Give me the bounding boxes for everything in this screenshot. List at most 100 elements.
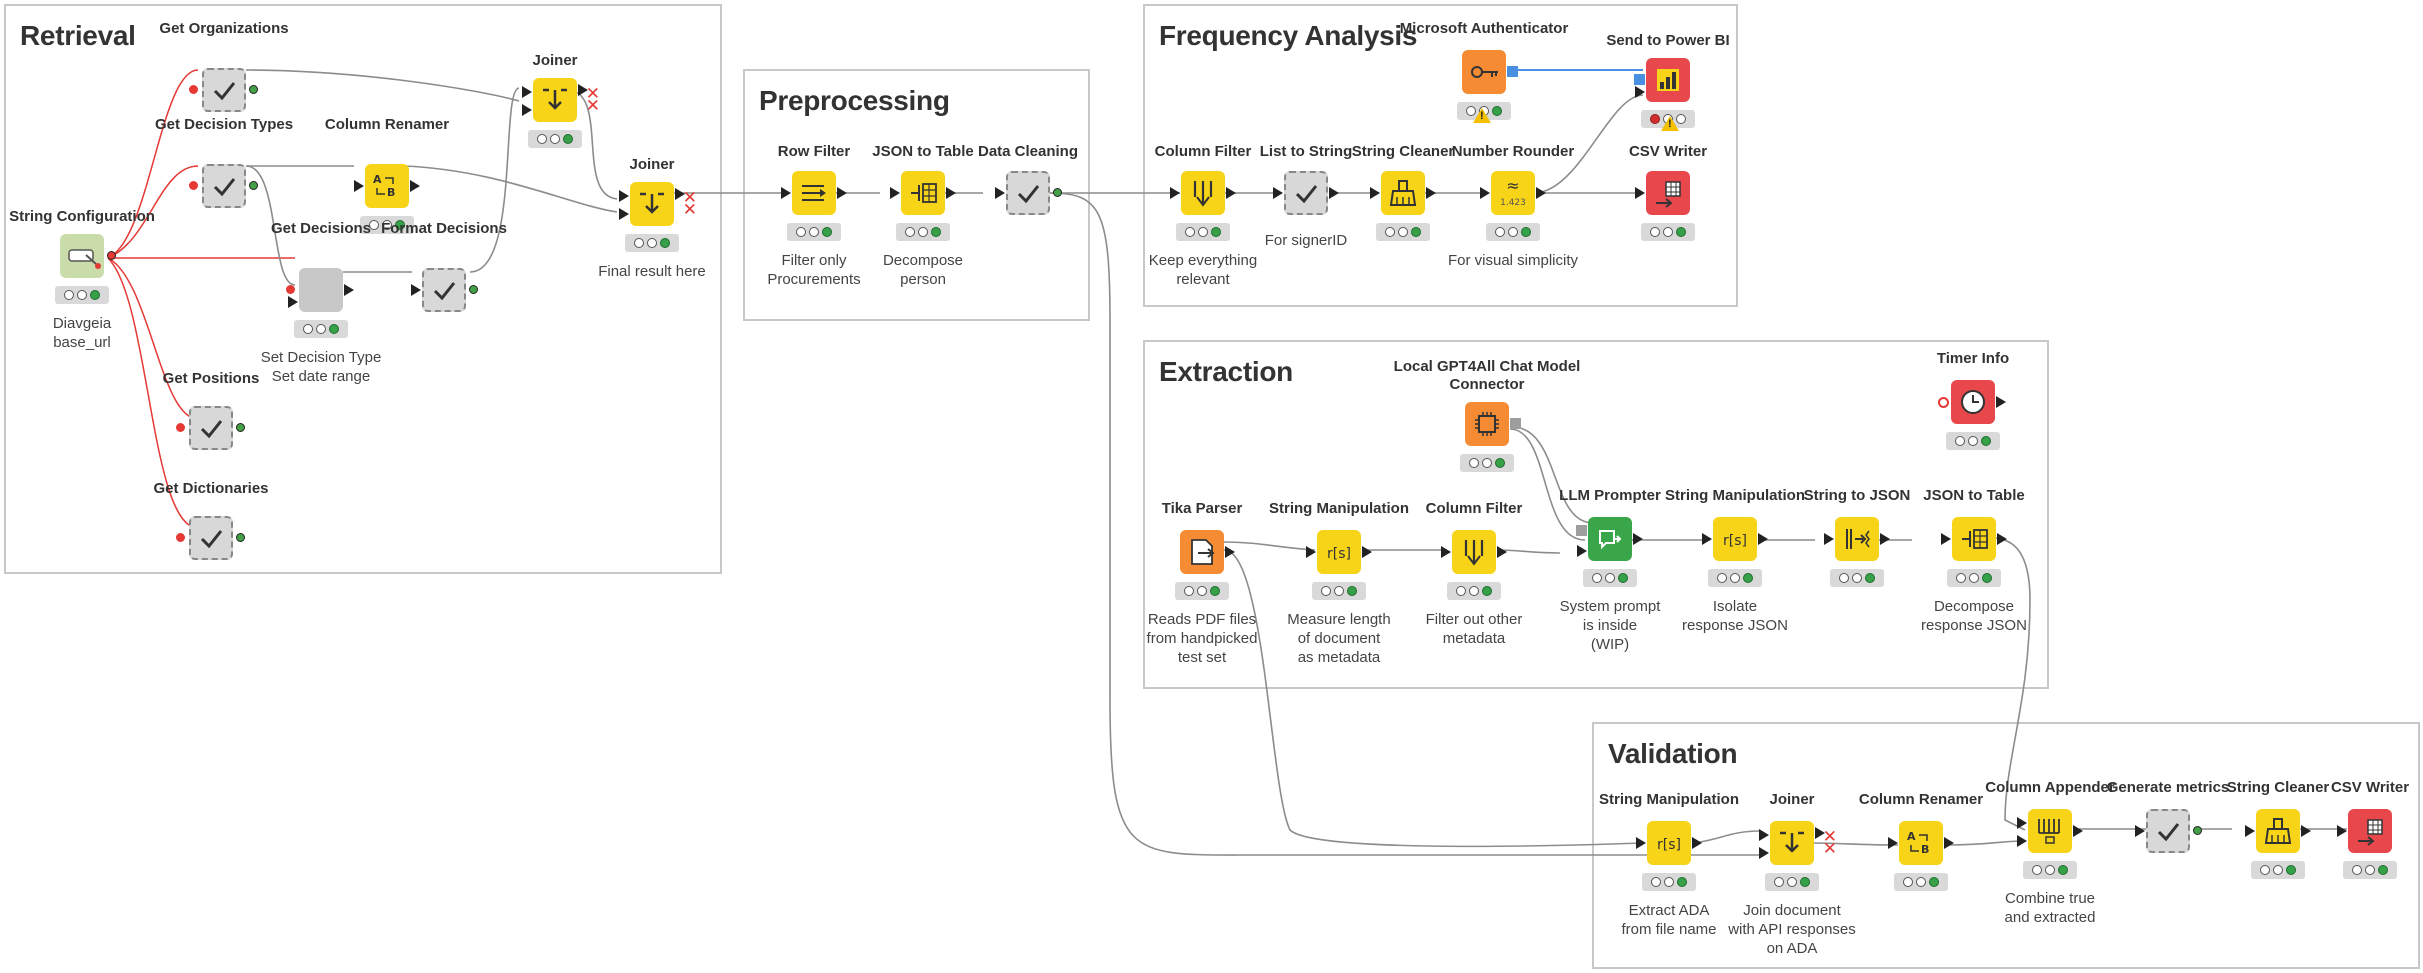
node-get-decision-types[interactable]: Get Decision Types xyxy=(124,116,324,208)
flow-variable-out-port[interactable] xyxy=(107,251,116,260)
data-in-port[interactable] xyxy=(1888,837,1898,849)
node-format-decisions[interactable]: Format Decisions xyxy=(344,220,544,312)
node-joiner-3[interactable]: Joiner ✕✕ Join document with API respons… xyxy=(1692,791,1892,958)
data-out-port[interactable] xyxy=(1053,188,1062,197)
data-out-port[interactable] xyxy=(1536,187,1546,199)
data-in-port[interactable] xyxy=(354,180,364,192)
data-out-port[interactable] xyxy=(1329,187,1339,199)
node-csv-writer-1[interactable]: CSV Writer xyxy=(1568,143,1768,241)
node-csv-writer-2[interactable]: CSV Writer xyxy=(2270,779,2423,879)
flow-variable-in-port[interactable] xyxy=(286,285,295,294)
node-string-cleaner-2[interactable]: String Cleaner xyxy=(2178,779,2378,879)
node-joiner-1[interactable]: Joiner ✕✕ xyxy=(455,52,655,148)
data-in-port[interactable] xyxy=(1306,546,1316,558)
data-out-port[interactable] xyxy=(1758,533,1768,545)
node-local-gpt4all-chat-model-connector[interactable]: Local GPT4All Chat Model Connector xyxy=(1387,358,1587,472)
data-in-port[interactable] xyxy=(619,208,629,220)
node-get-decisions[interactable]: Get Decisions Set Decision Type Set date… xyxy=(221,220,421,386)
data-out-port[interactable] xyxy=(1692,837,1702,849)
data-in-port[interactable] xyxy=(1759,847,1769,859)
data-out-port[interactable] xyxy=(410,180,420,192)
node-row-filter[interactable]: Row Filter Filter only Procurements xyxy=(714,143,914,289)
data-out-port[interactable] xyxy=(946,187,956,199)
node-number-rounder[interactable]: Number Rounder ≈1.423 For visual simplic… xyxy=(1413,143,1613,270)
node-string-manipulation-3[interactable]: String Manipulation r[s] Extract ADA fro… xyxy=(1569,791,1769,939)
data-out-port[interactable] xyxy=(2193,826,2202,835)
node-list-to-string[interactable]: List to String For signerID xyxy=(1206,143,1406,250)
node-data-cleaning[interactable]: Data Cleaning xyxy=(928,143,1128,215)
data-in-port[interactable] xyxy=(890,187,900,199)
data-in-port[interactable] xyxy=(522,104,532,116)
node-column-filter-1[interactable]: Column Filter Keep everything relevant xyxy=(1103,143,1303,289)
node-tika-parser[interactable]: Tika Parser Reads PDF files from handpic… xyxy=(1102,500,1302,667)
data-in-port[interactable] xyxy=(411,284,421,296)
node-column-filter-2[interactable]: Column Filter Filter out other metadata xyxy=(1374,500,1574,648)
data-in-port[interactable] xyxy=(619,190,629,202)
data-out-port[interactable] xyxy=(1497,546,1507,558)
flow-variable-in-port[interactable] xyxy=(176,423,185,432)
node-json-to-table-1[interactable]: JSON to Table Decompose person xyxy=(823,143,1023,289)
node-string-manipulation-1[interactable]: String Manipulation r[s] Measure length … xyxy=(1239,500,1439,667)
credential-in-port[interactable] xyxy=(1634,74,1645,85)
data-in-port[interactable] xyxy=(1170,187,1180,199)
data-in-port[interactable] xyxy=(995,187,1005,199)
data-out-port[interactable] xyxy=(236,533,245,542)
data-in-port[interactable] xyxy=(1824,533,1834,545)
data-out-port[interactable] xyxy=(675,188,685,200)
data-in-port[interactable] xyxy=(288,296,298,308)
data-out-port[interactable] xyxy=(1815,827,1825,839)
node-microsoft-authenticator[interactable]: Microsoft Authenticator ! xyxy=(1384,20,1584,123)
node-timer-info[interactable]: Timer Info xyxy=(1873,350,2073,450)
flow-variable-in-port[interactable] xyxy=(189,181,198,190)
data-out-port[interactable] xyxy=(344,284,354,296)
node-joiner-2[interactable]: Joiner ✕✕ Final result here xyxy=(552,156,752,281)
node-get-positions[interactable]: Get Positions xyxy=(111,370,311,450)
data-out-port[interactable] xyxy=(2073,825,2083,837)
data-out-port[interactable] xyxy=(1944,837,1954,849)
data-out-port[interactable] xyxy=(1362,546,1372,558)
data-out-port[interactable] xyxy=(1996,396,2006,408)
data-out-port[interactable] xyxy=(1226,187,1236,199)
data-in-port[interactable] xyxy=(1941,533,1951,545)
data-in-port[interactable] xyxy=(1635,86,1645,98)
data-in-port[interactable] xyxy=(2245,825,2255,837)
data-out-port[interactable] xyxy=(1426,187,1436,199)
data-in-port[interactable] xyxy=(1702,533,1712,545)
data-out-port[interactable] xyxy=(1633,533,1643,545)
data-in-port[interactable] xyxy=(2017,835,2027,847)
data-out-port[interactable] xyxy=(837,187,847,199)
data-out-port[interactable] xyxy=(236,423,245,432)
model-in-port[interactable] xyxy=(1576,525,1587,536)
data-in-port[interactable] xyxy=(2017,817,2027,829)
node-string-to-json[interactable]: String to JSON xyxy=(1757,487,1957,587)
data-out-port[interactable] xyxy=(249,181,258,190)
data-out-port[interactable] xyxy=(2301,825,2311,837)
flow-variable-in-port[interactable] xyxy=(176,533,185,542)
data-in-port[interactable] xyxy=(522,86,532,98)
data-in-port[interactable] xyxy=(1441,546,1451,558)
data-in-port[interactable] xyxy=(1273,187,1283,199)
data-in-port[interactable] xyxy=(781,187,791,199)
data-out-port[interactable] xyxy=(1225,546,1235,558)
flow-variable-in-port[interactable] xyxy=(189,85,198,94)
data-in-port[interactable] xyxy=(1370,187,1380,199)
node-llm-prompter[interactable]: LLM Prompter System prompt is inside (WI… xyxy=(1510,487,1710,654)
node-get-organizations[interactable]: Get Organizations xyxy=(124,20,324,112)
data-in-port[interactable] xyxy=(1635,187,1645,199)
data-in-port[interactable] xyxy=(1636,837,1646,849)
credential-out-port[interactable] xyxy=(1507,66,1518,77)
node-string-manipulation-2[interactable]: String Manipulation r[s] Isolate respons… xyxy=(1635,487,1835,635)
data-out-port[interactable] xyxy=(1880,533,1890,545)
data-in-port[interactable] xyxy=(1759,829,1769,841)
model-out-port[interactable] xyxy=(1510,418,1521,429)
data-in-port[interactable] xyxy=(2337,825,2347,837)
data-out-port[interactable] xyxy=(578,84,588,96)
node-column-appender[interactable]: Column Appender Combine true and extract… xyxy=(1950,779,2150,927)
flow-variable-in-port[interactable] xyxy=(1938,397,1949,408)
node-send-to-power-bi[interactable]: Send to Power BI ! xyxy=(1568,32,1768,131)
node-get-dictionaries[interactable]: Get Dictionaries xyxy=(111,480,311,560)
node-json-to-table-2[interactable]: JSON to Table Decompose response JSON xyxy=(1874,487,2074,635)
data-in-port[interactable] xyxy=(1480,187,1490,199)
